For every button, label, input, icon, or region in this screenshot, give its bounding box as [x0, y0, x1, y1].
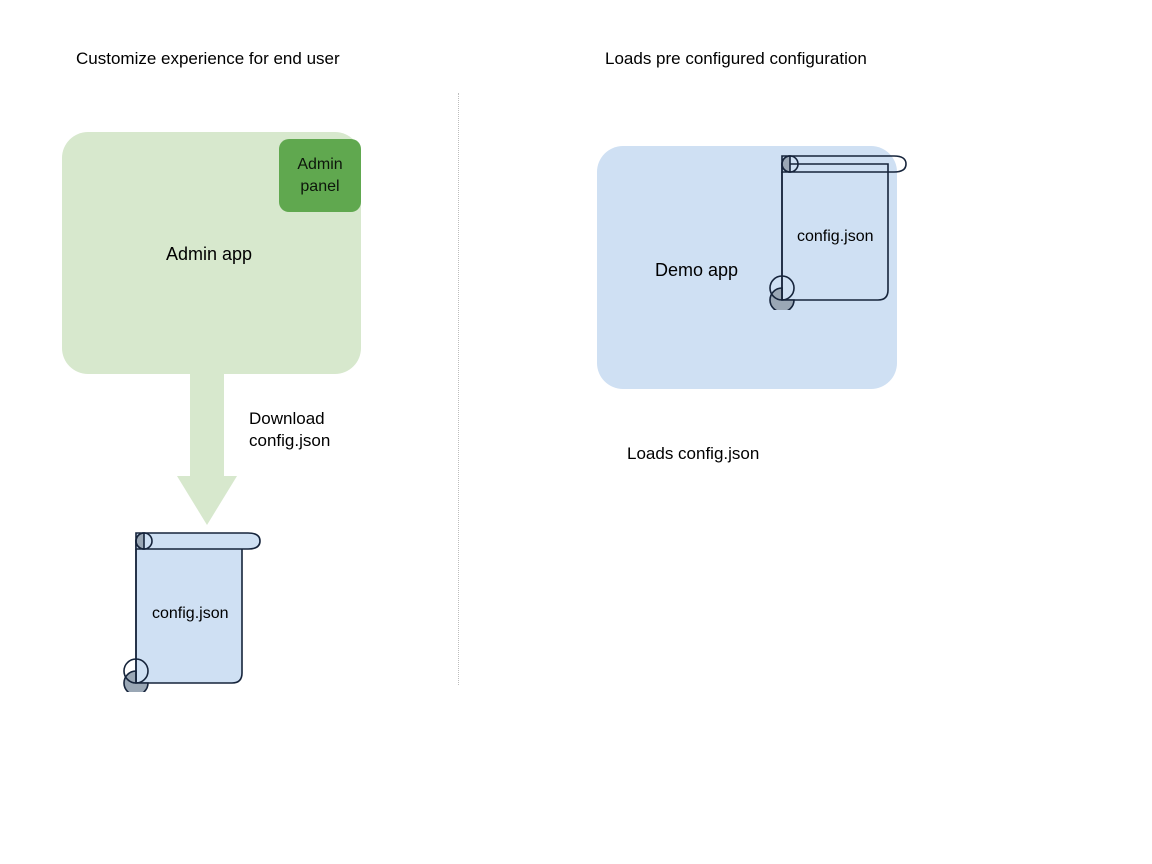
column-divider	[458, 93, 459, 685]
download-arrow-label-line2: config.json	[249, 431, 331, 450]
config-file-scroll-right	[769, 155, 907, 310]
down-arrow-icon	[177, 372, 237, 525]
demo-app-label: Demo app	[655, 260, 739, 280]
admin-panel-chip-line2: panel	[300, 177, 340, 195]
admin-panel-chip-line1: Admin	[297, 155, 343, 173]
admin-app-label: Admin app	[166, 244, 253, 264]
loads-config-caption: Loads config.json	[627, 444, 760, 463]
left-column-heading: Customize experience for end user	[76, 49, 340, 68]
admin-panel-chip[interactable]: Admin panel	[279, 139, 361, 212]
config-file-scroll-left	[123, 532, 261, 692]
download-arrow-label: Download config.json	[249, 408, 330, 452]
config-file-scroll-left-label: config.json	[152, 605, 229, 622]
right-column-heading: Loads pre configured configuration	[605, 49, 867, 68]
download-arrow-label-line1: Download	[249, 409, 325, 428]
demo-app-container	[597, 146, 897, 389]
admin-panel-chip-text: Admin panel	[297, 154, 342, 198]
config-file-scroll-right-label: config.json	[797, 228, 874, 245]
